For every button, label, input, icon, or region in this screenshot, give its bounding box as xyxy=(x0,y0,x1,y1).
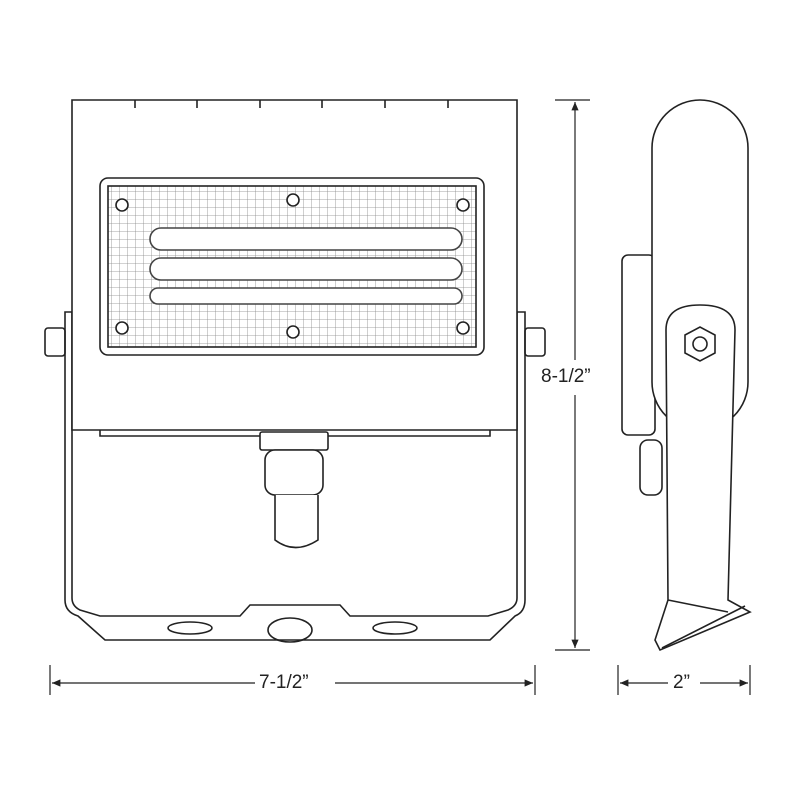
width-dimension-label: 7-1/2” xyxy=(256,672,312,694)
mount-hole-center xyxy=(267,617,313,643)
lens-frame xyxy=(99,177,485,356)
side-cable-gland xyxy=(639,439,663,496)
mount-slot-right xyxy=(372,621,418,635)
lens-screws xyxy=(115,193,470,339)
height-dimension-label: 8-1/2” xyxy=(538,366,594,388)
cable-gland xyxy=(259,431,329,549)
front-view xyxy=(44,99,546,643)
depth-dimension-label: 2” xyxy=(670,672,693,694)
side-view xyxy=(621,99,752,652)
adjust-knob-right xyxy=(524,327,546,357)
side-bolt-center xyxy=(692,336,708,352)
side-bolt-icon xyxy=(684,326,716,362)
dimension-lines xyxy=(49,99,751,695)
mounting-bracket xyxy=(64,311,526,641)
led-strips xyxy=(149,227,463,305)
heat-sink-fins xyxy=(99,100,491,437)
mount-slot-left xyxy=(167,621,213,635)
side-bracket-foot xyxy=(661,599,746,649)
adjust-knob-left xyxy=(44,327,66,357)
side-mount-plate xyxy=(621,254,656,436)
